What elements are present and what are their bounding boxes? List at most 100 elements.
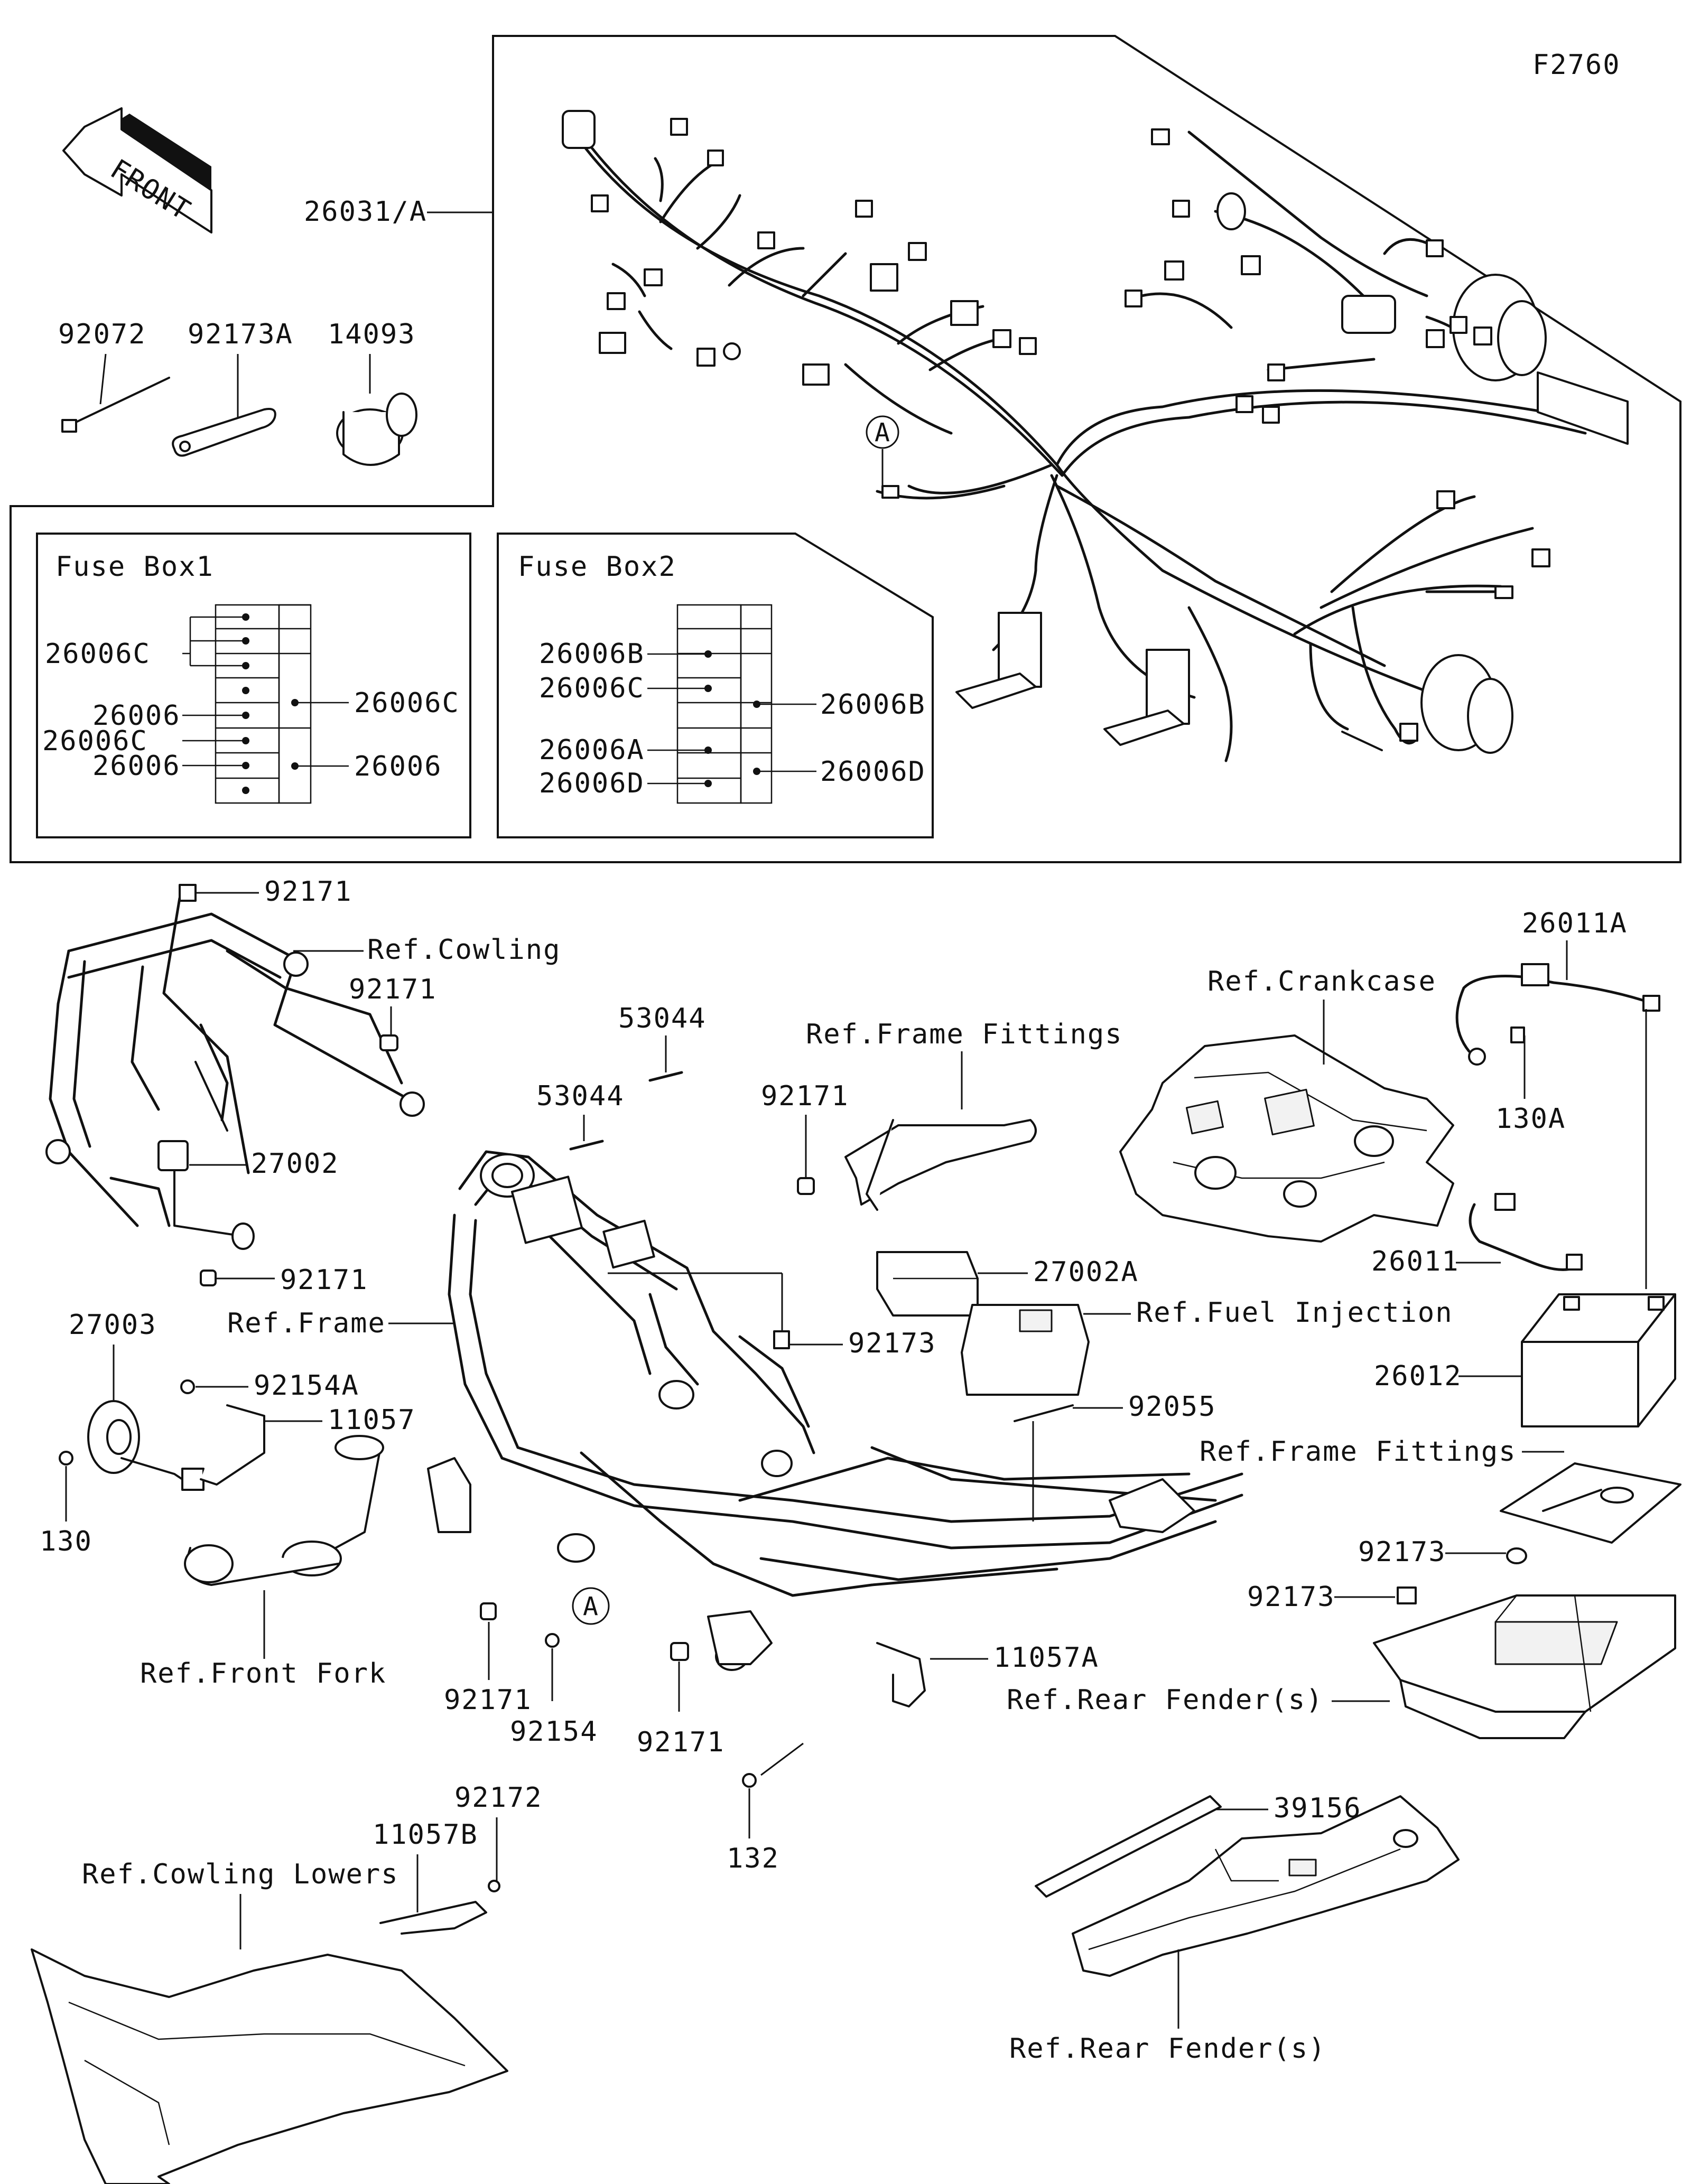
battery-26012 — [1521, 1293, 1676, 1427]
label-92154a: 92154A — [254, 1370, 359, 1402]
front-direction-arrow-icon: FRONT — [62, 107, 212, 234]
frame-fitting-plate — [1500, 1462, 1681, 1544]
label-92173-b: 92173 — [1358, 1536, 1446, 1568]
fuse-box1-left-label-3: 26006C — [42, 725, 148, 757]
label-27002: 27002 — [251, 1148, 339, 1180]
label-11057b: 11057B — [373, 1819, 478, 1851]
label-ref-cowling-lowers: Ref.Cowling Lowers — [82, 1859, 399, 1890]
fuse-box2-left-label-2: 26006C — [539, 673, 645, 704]
label-92171-f: 92171 — [637, 1726, 725, 1758]
fuse-box2-right-label-2: 26006D — [820, 756, 926, 788]
label-26031a: 26031/A — [304, 196, 427, 228]
label-ref-rear-fender-2: Ref.Rear Fender(s) — [1009, 2033, 1326, 2065]
bolt-132 — [742, 1773, 757, 1788]
cowling-stay-frame — [45, 884, 425, 1227]
label-ref-fuel-injection: Ref.Fuel Injection — [1136, 1297, 1453, 1329]
label-130: 130 — [40, 1526, 92, 1557]
ground-cable-26011a — [1455, 963, 1660, 1066]
relay-27002 — [157, 1140, 255, 1250]
callout-marker-a-top-text: A — [875, 418, 891, 447]
label-ref-front-fork: Ref.Front Fork — [140, 1658, 386, 1690]
fuse-box2-right-label-1: 26006B — [820, 689, 926, 721]
label-ref-rear-fender-1: Ref.Rear Fender(s) — [1007, 1684, 1324, 1716]
fuse-box1-title: Fuse Box1 — [55, 551, 214, 583]
label-27002a: 27002A — [1033, 1256, 1139, 1288]
band-92173a — [172, 408, 276, 457]
bolt-130 — [59, 1451, 73, 1466]
callout-marker-a-bottom-text: A — [583, 1592, 599, 1621]
label-ref-crankcase: Ref.Crankcase — [1207, 966, 1436, 997]
cable-tie-92072 — [61, 377, 170, 433]
main-wiring-harness — [580, 130, 1587, 762]
main-frame — [427, 1150, 1243, 1671]
label-53044-b: 53044 — [618, 1003, 707, 1034]
horn-27003 — [87, 1400, 205, 1491]
band-92173-c — [1397, 1586, 1417, 1604]
band-92173-a — [773, 1330, 790, 1349]
label-132: 132 — [727, 1843, 779, 1874]
harness-connectors — [562, 110, 1629, 754]
ecu-27002a — [876, 1251, 979, 1317]
fuse-box1-block — [182, 604, 349, 804]
label-92154: 92154 — [510, 1716, 598, 1748]
fuse-box1-right-label-2: 26006 — [354, 751, 442, 782]
label-26012: 26012 — [1374, 1360, 1462, 1392]
clip-92171-f — [670, 1642, 689, 1661]
label-92171-b: 92171 — [349, 974, 437, 1005]
fuse-box1-left-label-1: 26006C — [45, 638, 151, 670]
label-11057a: 11057A — [993, 1642, 1099, 1674]
clip-92171-b — [379, 1034, 398, 1051]
bracket-11057a — [876, 1642, 926, 1707]
cowling-lower-panel — [31, 1948, 508, 2184]
fuse-box2-frame — [497, 533, 934, 838]
ground-cable-26011 — [1469, 1193, 1583, 1271]
label-92172: 92172 — [454, 1782, 543, 1814]
tape-53044-a — [569, 1140, 604, 1151]
label-27003: 27003 — [69, 1309, 157, 1341]
label-92173-a: 92173 — [848, 1328, 936, 1359]
callout-marker-a-top — [866, 415, 899, 449]
fuse-box2-left-label-1: 26006B — [539, 638, 645, 670]
cap-14093 — [336, 393, 417, 466]
leader-132-diag — [760, 1742, 804, 1776]
label-92171-e: 92171 — [444, 1684, 532, 1716]
fuse-box1-frame — [36, 533, 471, 838]
tie-92055 — [1014, 1404, 1074, 1422]
rear-fender-assembly — [1072, 1795, 1460, 1977]
clip-92171-d — [797, 1177, 815, 1195]
label-92055: 92055 — [1128, 1391, 1216, 1423]
figure-code: F2760 — [1532, 49, 1621, 81]
label-92173-c: 92173 — [1247, 1581, 1335, 1613]
bolt-92154a — [180, 1379, 195, 1394]
bolt-130a — [1510, 1026, 1525, 1043]
label-26011: 26011 — [1371, 1246, 1460, 1277]
fuse-box1-left-label-4: 26006 — [92, 750, 181, 782]
label-92171-d: 92171 — [761, 1080, 849, 1112]
label-92072: 92072 — [58, 319, 146, 350]
crankcase — [1119, 1034, 1454, 1243]
label-26011a: 26011A — [1522, 908, 1628, 939]
bracket-11057 — [200, 1404, 265, 1486]
label-11057: 11057 — [328, 1404, 416, 1436]
clip-92171-c — [200, 1270, 217, 1286]
ecu-bracket — [961, 1304, 1090, 1396]
fuse-box2-left-label-3: 26006A — [539, 734, 645, 766]
label-14093: 14093 — [328, 319, 416, 350]
label-ref-frame-fittings-1: Ref.Frame Fittings — [806, 1019, 1123, 1050]
harness-section-border — [10, 35, 1681, 863]
fuse-box2-title: Fuse Box2 — [518, 551, 676, 583]
front-fork-stem — [184, 1435, 384, 1586]
label-39156: 39156 — [1274, 1793, 1362, 1824]
label-92173a: 92173A — [188, 319, 293, 350]
band-92173-b — [1506, 1547, 1527, 1564]
label-92171-top: 92171 — [264, 876, 352, 908]
label-53044-a: 53044 — [536, 1080, 625, 1112]
bracket-11057b — [379, 1901, 487, 1935]
fuse-box2-block — [647, 604, 816, 804]
fuse-box1-right-label-1: 26006C — [354, 687, 460, 719]
label-ref-frame: Ref.Frame — [227, 1308, 386, 1339]
frame-fitting-bracket — [844, 1119, 1037, 1211]
label-92171-c: 92171 — [280, 1264, 368, 1296]
tape-53044-b — [648, 1071, 683, 1082]
